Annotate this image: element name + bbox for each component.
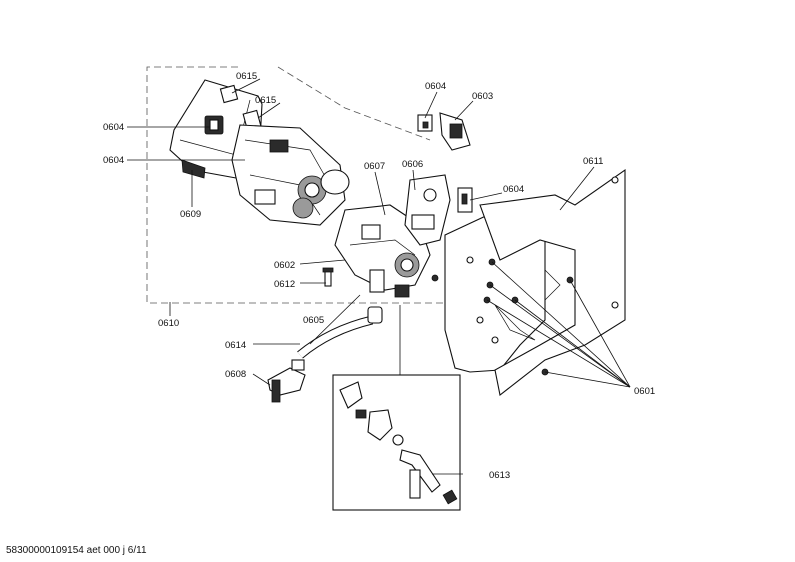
label-0614: 0614: [225, 340, 246, 351]
screw-0612-part: [322, 267, 334, 287]
screws-part: [431, 258, 574, 376]
label-0606: 0606: [402, 159, 423, 170]
leader-lines: [127, 78, 631, 475]
label-0604-d: 0604: [503, 184, 524, 195]
detail-box: [332, 305, 461, 511]
document-footer: 58300000109154 aet 000 j 6/11: [6, 545, 147, 556]
label-0604-b: 0604: [103, 155, 124, 166]
label-0610: 0610: [158, 318, 179, 329]
flow-meter-part: [404, 174, 451, 246]
connector-part: [267, 359, 306, 403]
label-0602: 0602: [274, 260, 295, 271]
label-0611: 0611: [583, 156, 603, 167]
label-0605: 0605: [303, 315, 324, 326]
label-0601: 0601: [634, 386, 655, 397]
hose-part: [297, 306, 383, 359]
label-0608: 0608: [225, 369, 246, 380]
sensor-part: [417, 112, 473, 213]
tank-housing-part: [169, 79, 263, 179]
pump-motor-part: [231, 124, 350, 226]
label-0603: 0603: [472, 91, 493, 102]
label-0604-a: 0604: [103, 122, 124, 133]
label-0615-b: 0615: [255, 95, 276, 106]
label-0609: 0609: [180, 209, 201, 220]
label-0604-c: 0604: [425, 81, 446, 92]
label-0612: 0612: [274, 279, 295, 290]
rear-plate-part: [479, 168, 626, 396]
label-0613: 0613: [489, 470, 510, 481]
assembly-boundary: [146, 66, 460, 304]
label-0607: 0607: [364, 161, 385, 172]
label-0615-a: 0615: [236, 71, 257, 82]
